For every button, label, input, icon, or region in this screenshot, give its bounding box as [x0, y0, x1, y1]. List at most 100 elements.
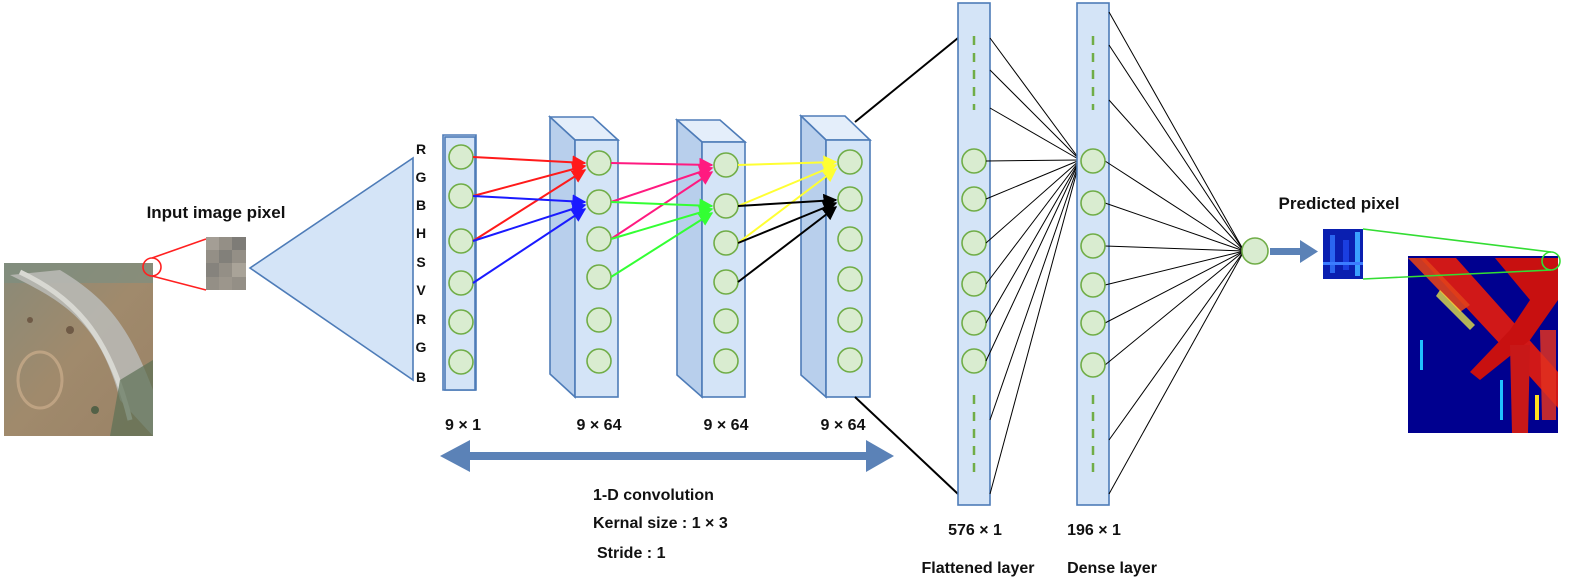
conv3-size-label: 9 × 64 [821, 417, 866, 434]
connection-line [1108, 250, 1245, 441]
neuron [837, 347, 863, 373]
channel-label: S [416, 254, 425, 270]
neuron [1080, 233, 1106, 259]
conv-arrow [737, 155, 838, 170]
conv-arrow [610, 171, 714, 240]
neuron [961, 230, 987, 256]
channel-label: R [416, 311, 426, 327]
input-pixel-patch [206, 237, 246, 290]
connection-line [1108, 99, 1245, 252]
conv-arrow [472, 208, 587, 284]
conv-arrow [737, 201, 838, 244]
neuron [713, 152, 739, 178]
neuron [1080, 352, 1106, 378]
dense-to-output-connections [1104, 11, 1245, 495]
output-arrow [1270, 240, 1318, 263]
connection-line [1104, 250, 1245, 366]
channel-label: G [416, 169, 427, 185]
input-aerial-image [4, 263, 153, 436]
neuron [448, 270, 474, 296]
neuron [713, 348, 739, 374]
channel-label: B [416, 369, 426, 385]
conv-layer-1-neurons [586, 150, 612, 374]
connection-line [989, 69, 1081, 161]
conv-arrow [610, 157, 714, 172]
input-channel-labels: R G B H S V R G B [416, 141, 427, 385]
connection-line [1104, 202, 1245, 252]
conv-arrow [737, 163, 838, 207]
conv-arrow [610, 165, 714, 203]
neuron [586, 189, 612, 215]
input-zoom-line-bottom [151, 275, 207, 291]
conv-arrows-input-to-c1 [472, 155, 587, 284]
neuron [448, 183, 474, 209]
dense-size-label: 196 × 1 [1067, 522, 1121, 539]
connection-line [985, 159, 1081, 244]
conv-arrow [737, 168, 838, 244]
connection-line [1108, 11, 1245, 252]
neuron [1080, 148, 1106, 174]
channel-label: H [416, 225, 426, 241]
neuron [837, 149, 863, 175]
connection-line [985, 159, 1081, 324]
output-zoom-line-top [1362, 228, 1552, 253]
conv-arrow [610, 212, 714, 278]
conv-arrow [737, 193, 838, 208]
conv1-size-label: 9 × 64 [577, 417, 622, 434]
neuron [1080, 272, 1106, 298]
neuron [448, 309, 474, 335]
neuron [586, 348, 612, 374]
conv2-size-label: 9 × 64 [704, 417, 749, 434]
flattened-size-label: 576 × 1 [948, 522, 1002, 539]
stride-label: Stride : 1 [597, 545, 666, 562]
connection-line [985, 159, 1081, 285]
connection-line [1108, 250, 1245, 495]
neuron [961, 148, 987, 174]
neuron [961, 348, 987, 374]
neuron [1080, 310, 1106, 336]
conv-arrow [472, 155, 587, 170]
conv-layer-2-neurons [713, 152, 739, 374]
neuron [586, 307, 612, 333]
neuron [713, 269, 739, 295]
neuron [837, 307, 863, 333]
connection-line [1108, 44, 1245, 252]
neuron [448, 349, 474, 375]
neuron [713, 193, 739, 219]
conv-layer-1-block [547, 115, 621, 399]
output-neuron [1241, 237, 1269, 265]
conv-arrow [472, 162, 587, 197]
conv-arrow [472, 194, 587, 209]
connection-line [989, 159, 1081, 495]
flatten-connector-bottom [854, 396, 959, 495]
output-zoom-line-bottom [1362, 269, 1552, 280]
connection-line [985, 159, 1081, 200]
neuron [961, 310, 987, 336]
conv-layer-3-neurons [837, 149, 863, 373]
conv-arrow [610, 205, 714, 240]
predicted-pixel-patch [1323, 229, 1363, 279]
kernel-size-label: Kernal size : 1 × 3 [593, 515, 728, 532]
conv-arrow [610, 198, 714, 213]
connection-line [989, 159, 1081, 421]
neuron [961, 271, 987, 297]
predicted-pixel-title: Predicted pixel [1279, 194, 1400, 213]
input-zoom-line-top [151, 238, 207, 259]
neuron [1080, 190, 1106, 216]
channel-label: B [416, 197, 426, 213]
conv-arrow [472, 169, 587, 242]
neuron [448, 228, 474, 254]
neuron [713, 230, 739, 256]
conv-arrows-c2-to-c3 [737, 155, 838, 283]
neuron [713, 308, 739, 334]
dense-layer-name: Dense layer [1067, 560, 1157, 577]
channel-label: V [416, 282, 426, 298]
neuron [837, 226, 863, 252]
neuron [586, 150, 612, 176]
neuron [837, 186, 863, 212]
neuron [961, 186, 987, 212]
flatten-to-dense-connections [985, 37, 1081, 495]
convolution-title: 1-D convolution [593, 487, 714, 504]
input-image-title: Input image pixel [147, 203, 286, 222]
